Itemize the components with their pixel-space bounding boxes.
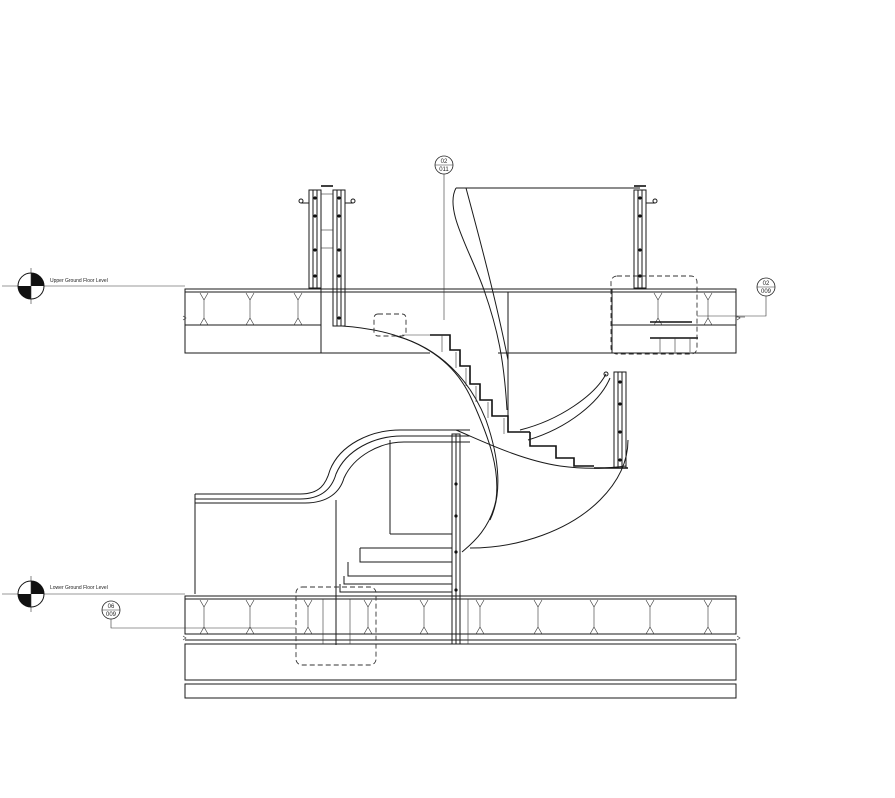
section-tag-sheet: 009 <box>106 612 117 618</box>
section-tag-sheet: 011 <box>439 167 449 173</box>
section-tag-number: 02 <box>441 159 448 165</box>
middle-flight-steps <box>519 373 611 467</box>
lower-level-label: Lower Ground Floor Level <box>50 585 108 591</box>
middle-right-balustrade <box>594 371 628 469</box>
upper-level-marker: Upper Ground Floor Level <box>2 268 185 304</box>
upper-flight-steps <box>402 334 530 434</box>
upper-floor-slab <box>182 288 745 354</box>
upper-level-label: Upper Ground Floor Level <box>50 278 108 284</box>
section-tag-number: 02 <box>763 281 770 287</box>
curved-stair-stringer <box>341 187 640 553</box>
section-tag-left: 06 009 <box>101 600 296 629</box>
upper-right-balustrade <box>633 185 658 289</box>
section-tag-top: 02 011 <box>434 155 454 320</box>
detail-callout-box <box>610 275 698 355</box>
section-tag-number: 06 <box>108 604 115 610</box>
lower-floor-slab <box>182 595 741 699</box>
section-tag-right: 02 009 <box>697 277 776 317</box>
detail-callout-box <box>295 586 377 666</box>
lower-curved-handrail <box>194 429 470 645</box>
lower-level-marker: Lower Ground Floor Level <box>2 576 185 612</box>
lower-center-balustrade <box>451 433 461 645</box>
lower-flight-steps <box>339 533 452 593</box>
upper-left-balustrade <box>298 185 356 327</box>
detail-callout-box <box>373 313 407 337</box>
section-tag-sheet: 009 <box>761 289 772 295</box>
